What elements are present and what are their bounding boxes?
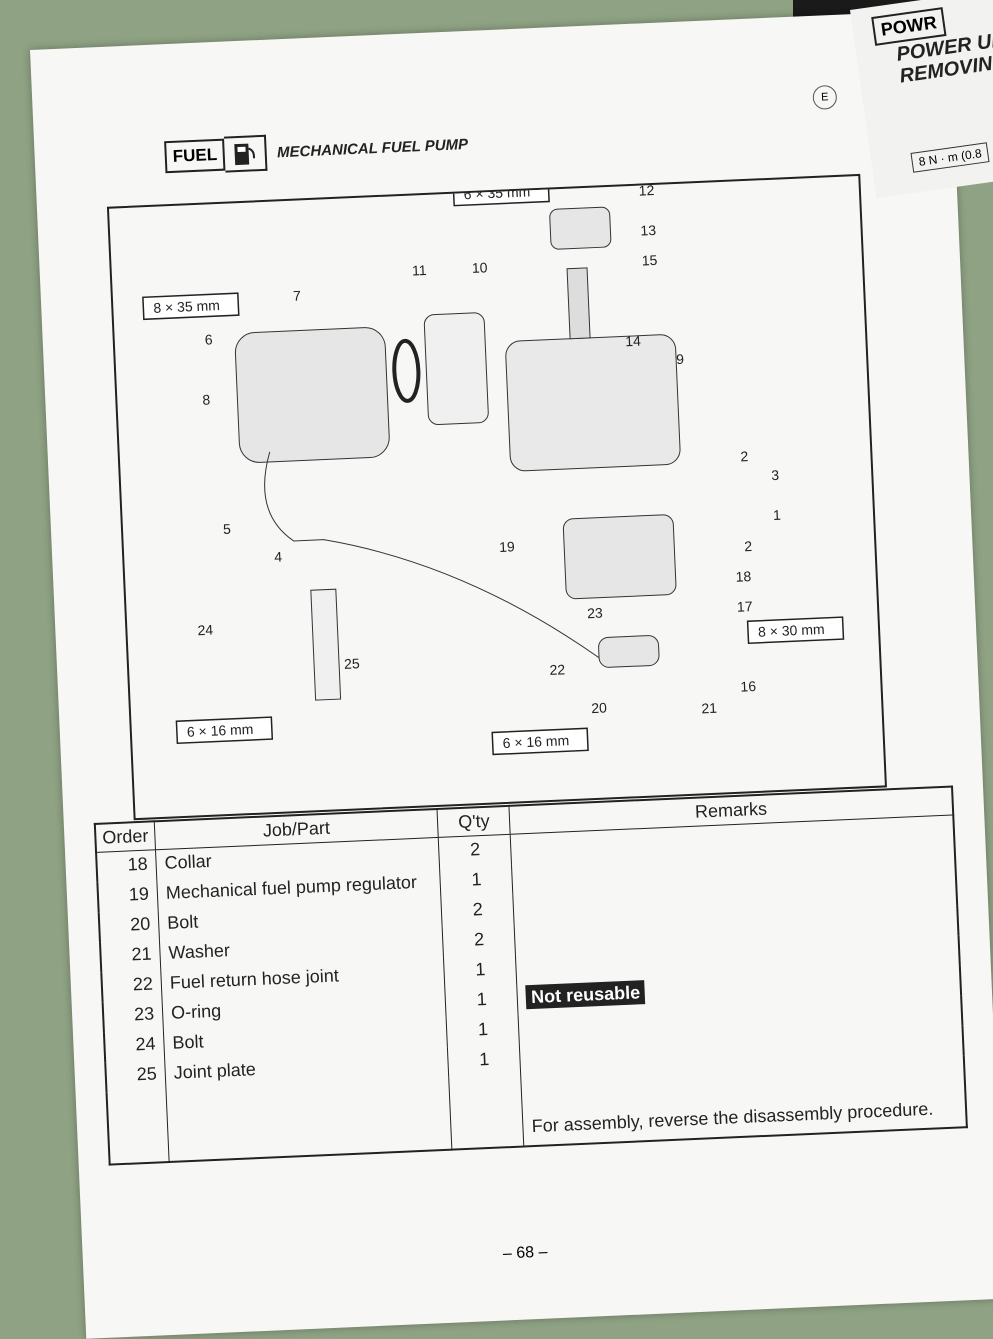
callout-3: 3: [771, 467, 780, 483]
callout-15: 15: [641, 252, 657, 269]
row-order: 21: [100, 940, 161, 973]
callout-19: 19: [499, 538, 515, 555]
callout-18: 18: [735, 568, 751, 585]
spec-label: 8 × 30 mm: [758, 621, 825, 640]
cover-part: [549, 206, 612, 250]
row-order: 19: [97, 880, 159, 913]
callout-1: 1: [773, 507, 782, 523]
spec-box: [491, 727, 589, 756]
remark-badge: Not reusable: [525, 980, 646, 1010]
regulator-part: [562, 514, 677, 600]
fuel-pump-icon: [224, 134, 268, 173]
callout-13: 13: [640, 222, 656, 239]
row-qty: 1: [446, 1014, 520, 1048]
language-mark: E: [812, 84, 838, 110]
callout-7: 7: [293, 287, 302, 303]
row-qty: 2: [438, 834, 512, 868]
row-order: 20: [98, 910, 160, 943]
row-qty: 1: [443, 954, 518, 988]
callout-2: 2: [744, 538, 753, 554]
row-order: 24: [103, 1030, 165, 1063]
spec-label: 6 × 35 mm: [463, 183, 530, 202]
callout-17: 17: [737, 598, 753, 615]
row-qty: 2: [442, 924, 516, 958]
callout-20: 20: [591, 699, 607, 716]
gasket-part: [423, 312, 489, 426]
page-title: MECHANICAL FUEL PUMP: [276, 135, 469, 161]
callout-10: 10: [472, 259, 488, 276]
spec-box: [746, 616, 845, 645]
spec-box: [142, 292, 240, 321]
section-label: FUEL: [164, 138, 226, 174]
manual-page: FUEL MECHANICAL FUEL PUMP E 6 × 35 mm 8 ×…: [30, 9, 993, 1339]
diaphragm-part: [566, 267, 591, 340]
row-qty: 1: [439, 864, 514, 898]
spec-box: [175, 716, 274, 745]
callout-6: 6: [204, 331, 213, 347]
callout-9: 9: [676, 351, 685, 367]
callout-2: 2: [740, 448, 749, 464]
hose-line: [264, 451, 600, 659]
row-order: 25: [105, 1060, 167, 1093]
page-number: – 68 –: [502, 1243, 548, 1263]
o-ring-part: [392, 338, 421, 403]
pump-body-part: [505, 334, 681, 472]
row-order: 22: [101, 970, 163, 1003]
callout-23: 23: [587, 605, 603, 622]
callout-21: 21: [701, 700, 717, 717]
col-order: Order: [94, 821, 156, 853]
callout-12: 12: [638, 182, 654, 199]
row-order: 18: [96, 849, 157, 883]
callout-24: 24: [197, 622, 213, 639]
exploded-diagram: 6 × 35 mm 8 × 35 mm 8 × 30 mm 6 × 16 mm 6 × …: [106, 173, 887, 821]
row-qty: 1: [445, 984, 519, 1018]
row-qty: 2: [441, 894, 515, 928]
callout-5: 5: [223, 521, 232, 537]
row-qty: 1: [447, 1044, 522, 1078]
carburetor-part: [234, 327, 390, 463]
callout-14: 14: [625, 333, 641, 350]
spec-label: 6 × 16 mm: [502, 732, 569, 751]
callout-4: 4: [274, 548, 283, 564]
callout-11: 11: [412, 262, 427, 279]
row-order: 23: [102, 1000, 164, 1033]
callout-16: 16: [740, 678, 756, 695]
page-header: FUEL MECHANICAL FUEL PUMP: [164, 126, 469, 175]
callout-25: 25: [344, 655, 360, 672]
col-qty: Q'ty: [437, 805, 511, 838]
joint-plate-part: [310, 588, 342, 701]
joint-part: [598, 635, 660, 668]
callout-22: 22: [549, 661, 565, 678]
callout-8: 8: [202, 391, 211, 407]
spec-label: 8 × 35 mm: [153, 297, 220, 316]
right-page-torque: 8 N · m (0.8: [910, 142, 990, 173]
spec-label: 6 × 16 mm: [187, 721, 254, 740]
